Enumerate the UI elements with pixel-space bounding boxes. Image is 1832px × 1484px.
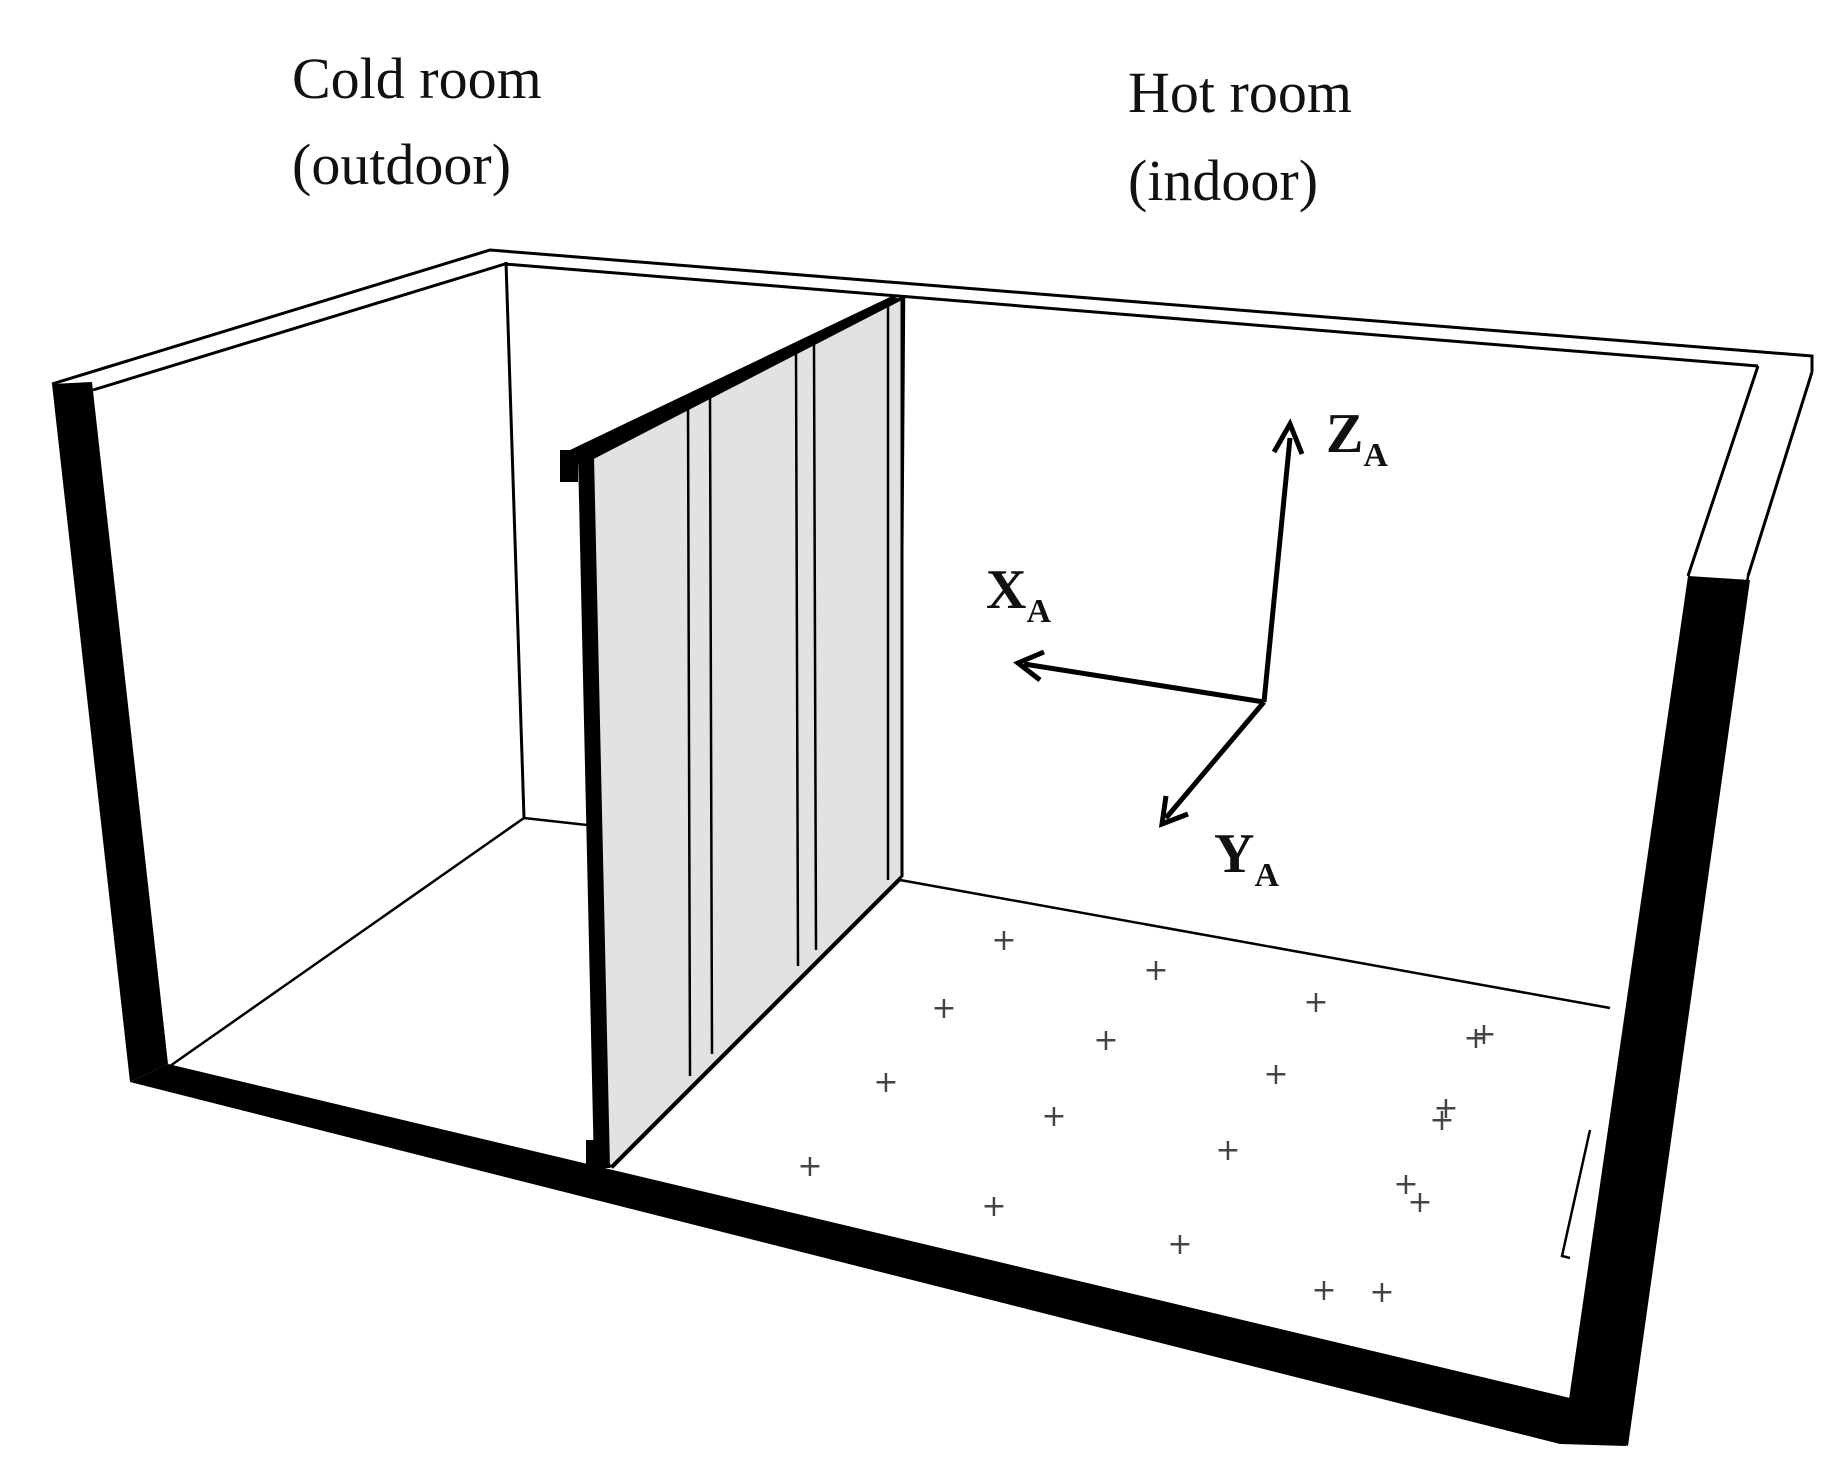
floor-measurement-grid: ++++++++++++++++++++ bbox=[797, 923, 1496, 1310]
y-axis-line bbox=[1164, 700, 1266, 820]
measurement-point: + bbox=[1167, 1227, 1192, 1262]
y-axis-arrowhead bbox=[1158, 795, 1189, 828]
measurement-point: + bbox=[1369, 1275, 1394, 1310]
measurement-point: + bbox=[1393, 1167, 1418, 1202]
measurement-point: + bbox=[1463, 1021, 1488, 1056]
measurement-point: + bbox=[991, 923, 1016, 958]
cold-room-title: Cold room bbox=[292, 46, 542, 111]
chamber-walls-top bbox=[51, 248, 1814, 819]
measurement-point: + bbox=[797, 1149, 822, 1184]
measurement-point: + bbox=[1263, 1057, 1288, 1092]
x-axis-label: XA bbox=[986, 559, 1051, 630]
y-axis-label: YA bbox=[1214, 823, 1279, 894]
hot-room-title: Hot room bbox=[1128, 60, 1352, 125]
measurement-point: + bbox=[1093, 1023, 1118, 1058]
z-axis-label: ZA bbox=[1326, 403, 1388, 474]
measurement-point: + bbox=[1215, 1133, 1240, 1168]
measurement-point: + bbox=[1433, 1091, 1458, 1126]
hot-room-subtitle: (indoor) bbox=[1128, 148, 1318, 213]
measurement-point: + bbox=[1407, 1185, 1432, 1220]
partition-wall bbox=[560, 295, 904, 1168]
measurement-point: + bbox=[1303, 985, 1328, 1020]
measurement-point: + bbox=[1429, 1103, 1454, 1138]
x-axis-arrowhead bbox=[1013, 649, 1045, 682]
measurement-point: + bbox=[981, 1189, 1006, 1224]
coordinate-axes bbox=[1013, 418, 1305, 828]
z-axis-arrowhead bbox=[1271, 418, 1305, 455]
measurement-point: + bbox=[1471, 1017, 1496, 1052]
cold-room-floor bbox=[169, 816, 597, 1068]
measurement-point: + bbox=[1041, 1099, 1066, 1134]
measurement-point: + bbox=[873, 1065, 898, 1100]
measurement-point: + bbox=[1311, 1273, 1336, 1308]
cold-room-subtitle: (outdoor) bbox=[292, 132, 511, 197]
measurement-point: + bbox=[1143, 953, 1168, 988]
chamber-front-outline bbox=[52, 382, 1750, 1446]
measurement-point: + bbox=[931, 991, 956, 1026]
x-axis-line bbox=[1023, 661, 1265, 705]
z-axis-line bbox=[1261, 437, 1293, 703]
